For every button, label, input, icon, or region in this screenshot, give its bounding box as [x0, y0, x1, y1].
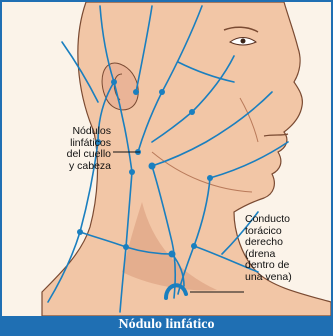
lymph-node — [133, 89, 139, 95]
lymph-nodes-label: Nódulos linfáticos del cuello y cabeza — [33, 126, 111, 172]
lymph-node — [207, 175, 213, 181]
lymph-node — [191, 243, 197, 249]
lymph-node — [189, 109, 195, 115]
lymph-node — [123, 244, 129, 250]
lymph-node — [159, 89, 165, 95]
figure-caption: Nódulo linfático — [2, 316, 331, 334]
lymph-node — [149, 163, 156, 170]
anatomy-illustration: Nódulos linfáticos del cuello y cabeza C… — [2, 2, 331, 316]
lymph-node — [129, 169, 135, 175]
lymph-node — [111, 79, 117, 85]
lymph-node — [169, 251, 176, 258]
thoracic-duct-label: Conducto torácico derecho (drena dentro … — [245, 214, 329, 283]
pupil — [241, 39, 246, 44]
lymph-node — [77, 229, 83, 235]
